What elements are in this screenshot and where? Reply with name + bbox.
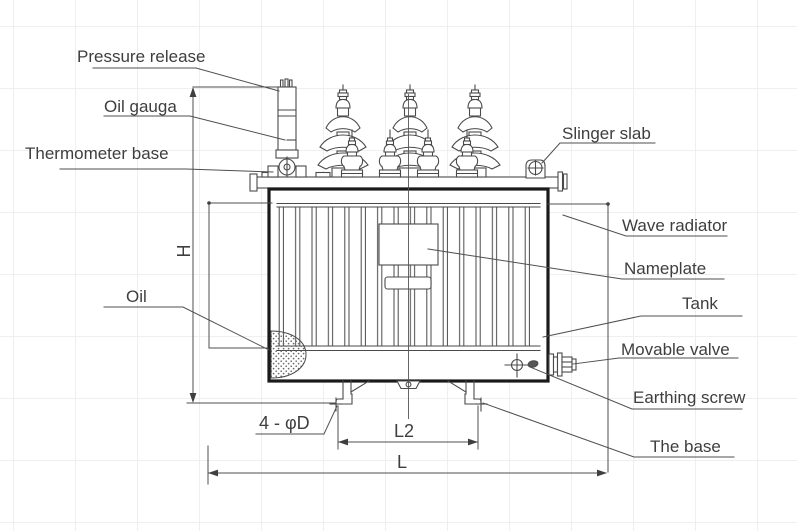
- label-earthing-screw: Earthing screw: [633, 388, 746, 407]
- label-thermometer-base: Thermometer base: [25, 144, 169, 163]
- label-oil-gauge: Oil gauga: [104, 97, 177, 116]
- label-oil: Oil: [126, 287, 147, 306]
- label-wave-radiator: Wave radiator: [622, 216, 728, 235]
- oil-level-icon: [270, 330, 307, 379]
- dim-label-h: H: [174, 245, 194, 258]
- dim-label-l2: L2: [394, 421, 414, 441]
- label-slinger-slab: Slinger slab: [562, 124, 651, 143]
- label-tank: Tank: [682, 294, 718, 313]
- label-leaders: [59, 67, 743, 458]
- base-legs: [329, 380, 488, 412]
- movable-valve-icon: [548, 352, 577, 377]
- dim-label-holes: 4 - φD: [259, 413, 310, 433]
- label-pressure-release: Pressure release: [77, 47, 206, 66]
- label-movable-valve: Movable valve: [621, 340, 730, 359]
- transformer-drawing: [249, 78, 577, 419]
- label-texts: Pressure release Oil gauga Thermometer b…: [25, 47, 746, 472]
- label-nameplate: Nameplate: [624, 259, 706, 278]
- earthing-screw-icon: [504, 353, 539, 378]
- slinger-lug-icon: [525, 159, 546, 179]
- tap-plate: [384, 276, 432, 290]
- pressure-release-assembly: [267, 78, 307, 178]
- label-the-base: The base: [650, 437, 721, 456]
- dim-label-l: L: [397, 452, 407, 472]
